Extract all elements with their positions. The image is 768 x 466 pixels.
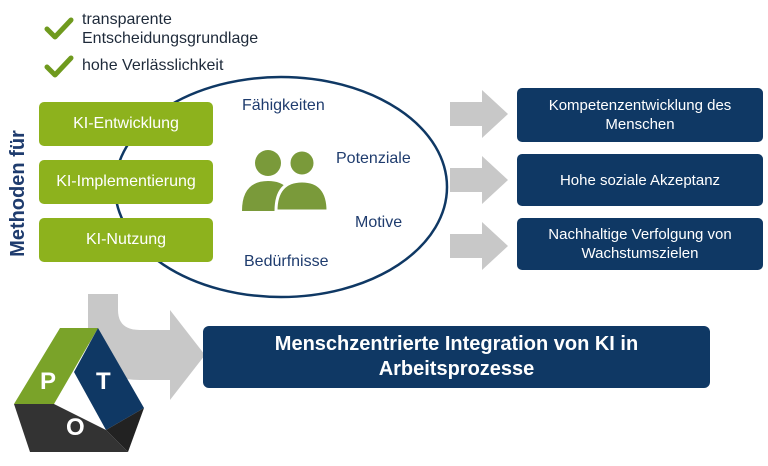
outcome-kompetenzentwicklung: Kompetenzentwicklung des Menschen [517, 88, 763, 142]
pto-letter-t: T [96, 368, 111, 395]
term-beduerfnisse: Bedürfnisse [244, 253, 329, 270]
outcome-wachstumsziele: Nachhaltige Verfolgung von Wachstumsziel… [517, 218, 763, 270]
check-item-transparency: transparente Entscheidungsgrundlage [44, 10, 258, 48]
people-icon [242, 148, 330, 213]
arrow-right-icon [450, 222, 508, 270]
term-faehigkeiten: Fähigkeiten [242, 97, 325, 114]
outcome-soziale-akzeptanz: Hohe soziale Akzeptanz [517, 154, 763, 206]
pto-letter-p: P [40, 368, 57, 395]
arrow-right-icon [450, 90, 508, 138]
term-motive: Motive [355, 214, 403, 231]
method-ki-entwicklung: KI-Entwicklung [39, 102, 213, 146]
result-box: Menschzentrierte Integration von KI in A… [203, 326, 710, 388]
term-potenziale: Potenziale [336, 150, 411, 167]
pto-triangle-icon [14, 328, 144, 452]
check-text: hohe Verlässlichkeit [82, 57, 224, 74]
method-ki-nutzung: KI-Nutzung [39, 218, 213, 262]
check-icon [44, 55, 74, 78]
pto-letter-o: O [66, 414, 85, 441]
check-text: transparente Entscheidungsgrundlage [82, 11, 259, 47]
check-item-reliability: hohe Verlässlichkeit [44, 55, 224, 80]
arrow-right-icon [450, 156, 508, 204]
method-ki-implementierung: KI-Implementierung [39, 160, 213, 204]
check-icon [44, 17, 74, 40]
